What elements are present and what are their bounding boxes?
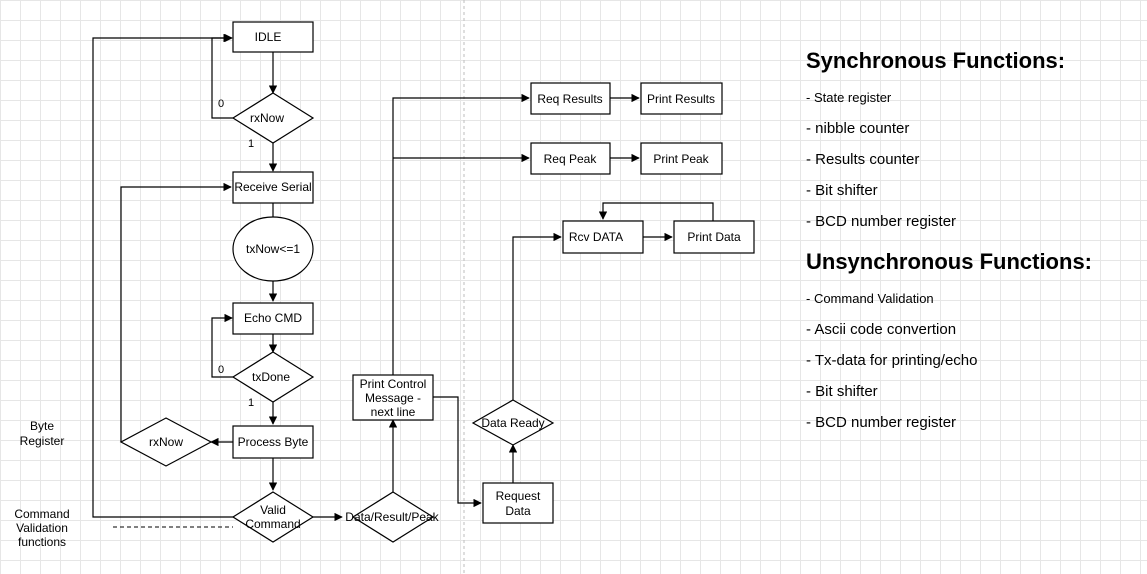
sync-item: - nibble counter: [806, 120, 910, 137]
valid-command-label-line2: Command: [245, 517, 300, 531]
unsynchronous-functions-title: Unsynchronous Functions:: [806, 249, 1092, 274]
command-validation-label-line1: Command: [14, 507, 69, 521]
receive-serial-state: Receive Serial: [232, 171, 314, 204]
echo-cmd-label: Echo CMD: [244, 311, 302, 325]
edge-printdata-rcvdata-loop: [598, 202, 714, 221]
print-data-label: Print Data: [687, 230, 741, 244]
edge-printcontrol-requestdata: [433, 396, 482, 508]
unsync-item: - Bit shifter: [806, 383, 878, 400]
sync-item: - Results counter: [806, 151, 920, 168]
print-control-label-line1: Print Control: [360, 377, 427, 391]
valid-command-decision: Valid Command: [231, 491, 315, 543]
data-ready-decision: Data Ready: [471, 399, 555, 446]
txdone-decision: txDone: [231, 351, 315, 403]
command-validation-label-line2: Validation: [16, 521, 68, 535]
request-data-state: Request Data: [482, 482, 554, 524]
byte-register-label-line1: Byte: [30, 419, 54, 433]
req-results-state: Req Results: [530, 82, 611, 115]
print-control-label-line2: Message -: [365, 391, 421, 405]
functions-notes: Synchronous Functions: - State register …: [806, 46, 1136, 438]
unsync-item: - Ascii code convertion: [806, 321, 957, 338]
print-control-message-state: Print Control Message - next line: [352, 374, 434, 421]
synchronous-functions-title: Synchronous Functions:: [806, 48, 1066, 73]
rxnow-zero-label: 0: [218, 98, 224, 110]
print-data-state: Print Data: [673, 220, 755, 254]
print-results-label: Print Results: [647, 92, 715, 106]
valid-command-label-line1: Valid: [260, 503, 286, 517]
print-peak-label: Print Peak: [653, 152, 709, 166]
edge-txdone-loop-0: [211, 313, 233, 378]
data-result-peak-decision: Data/Result/Peak: [345, 491, 440, 543]
command-validation-label-line3: functions: [18, 535, 66, 549]
receive-serial-label: Receive Serial: [234, 180, 311, 194]
txdone-zero-label: 0: [218, 364, 224, 376]
edges: [92, 33, 714, 528]
req-peak-state: Req Peak: [530, 142, 611, 175]
rxnow-decision-left: rxNow: [119, 417, 213, 467]
req-results-label: Req Results: [537, 92, 602, 106]
txnow-label: txNow<=1: [246, 242, 300, 256]
echo-cmd-state: Echo CMD: [232, 302, 314, 335]
edge-dataready-rcvdata: [512, 232, 562, 400]
process-byte-label: Process Byte: [238, 435, 309, 449]
data-ready-label: Data Ready: [481, 416, 544, 430]
idle-state: IDLE: [232, 21, 314, 53]
unsync-item: - Command Validation: [806, 291, 934, 306]
data-result-peak-label: Data/Result/Peak: [345, 510, 439, 524]
process-byte-state: Process Byte: [232, 425, 314, 459]
sync-item: - State register: [806, 90, 892, 105]
rxnow-top-label: rxNow: [250, 111, 284, 125]
print-control-label-line3: next line: [371, 405, 416, 419]
sync-item: - BCD number register: [806, 213, 957, 230]
req-peak-label: Req Peak: [544, 152, 598, 166]
unsync-item: - Tx-data for printing/echo: [806, 352, 978, 369]
rxnow-one-label: 1: [248, 138, 254, 150]
rxnow-decision-top: rxNow: [231, 92, 315, 144]
unsynchronous-functions-list: - Command Validation - Ascii code conver…: [806, 283, 1136, 438]
rcv-data-label: Rcv DATA: [569, 230, 623, 244]
synchronous-functions-list: - State register - nibble counter - Resu…: [806, 82, 1136, 237]
request-data-label-line2: Data: [505, 504, 531, 518]
unsync-item: - BCD number register: [806, 414, 957, 431]
print-results-state: Print Results: [640, 82, 723, 115]
edge-printcontrol-reqresults: [392, 93, 530, 375]
txdone-one-label: 1: [248, 397, 254, 409]
print-peak-state: Print Peak: [640, 142, 723, 175]
rcv-data-state: Rcv DATA: [562, 220, 644, 254]
txnow-action: txNow<=1: [232, 216, 314, 282]
edge-rxnow-receive-loop: [120, 182, 232, 442]
sync-item: - Bit shifter: [806, 182, 878, 199]
idle-label: IDLE: [255, 30, 282, 44]
request-data-label-line1: Request: [496, 489, 541, 503]
byte-register-label-line2: Register: [20, 434, 65, 448]
edge-valid-idle-loop: [92, 33, 233, 518]
rxnow-left-label: rxNow: [149, 435, 183, 449]
txdone-label: txDone: [252, 370, 290, 384]
